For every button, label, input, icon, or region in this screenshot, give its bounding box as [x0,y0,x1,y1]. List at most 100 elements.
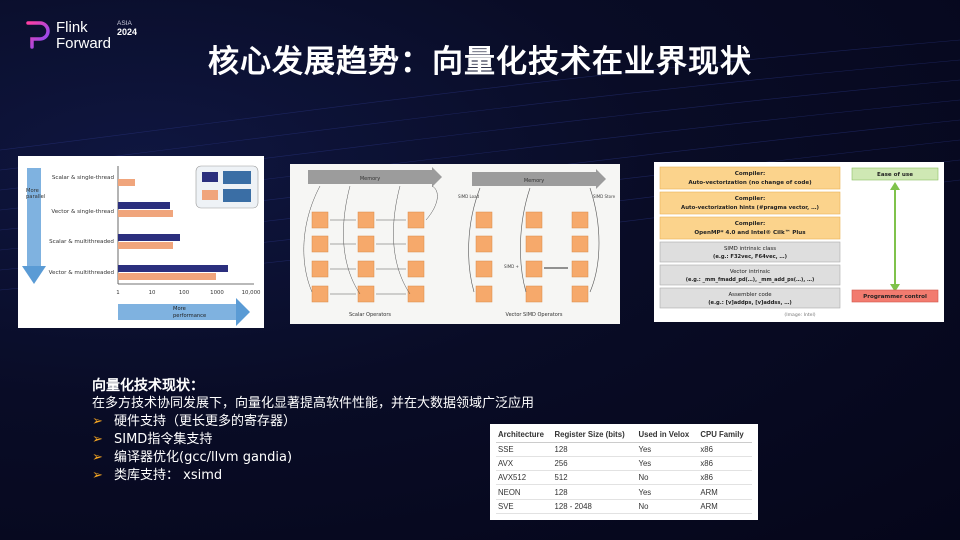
logo-line2: Forward [56,35,112,52]
scalar-cells [311,211,425,303]
architecture-table: Architecture Register Size (bits) Used i… [496,428,752,514]
level-box-4 [659,264,841,286]
table-cell: 512 [552,470,637,486]
tick-3: 1000 [210,290,224,296]
bar-scalar-multi-phi [118,234,180,241]
level-text-4: (e.g.: _mm_fmadd_pd(…), _mm_add_ps(…), …… [686,277,815,283]
vector-cell [475,211,493,229]
vector-cell [475,235,493,253]
table-cell: 128 - 2048 [552,499,637,514]
col-used-in-velox: Used in Velox [636,428,699,443]
scalar-arrows [303,185,438,295]
table-header-row: Architecture Register Size (bits) Used i… [496,428,752,443]
table-row: NEON 128 Yes ARM [496,484,752,500]
simd-plus-label: SIMD + [504,264,519,269]
parallel-arrow-head [22,266,46,284]
memory-bar-right [472,172,596,186]
flink-forward-logo: Flink Forward ASIA 2024 [24,18,138,54]
vector-cell [571,211,589,229]
status-section: 向量化技术现状： 在多方技术协同发展下，向量化显著提高软件性能，并在大数据领域广… [92,377,692,485]
table-cell: No [636,499,699,514]
memory-label-right: Memory [524,178,544,184]
level-title-4: Vector intrinsic [730,269,770,275]
table-cell: Yes [636,456,699,472]
level-title-5: Assembler code [728,292,772,298]
arrow-bullet-icon: ➢ [92,414,103,429]
logo-year: 2024 [117,27,138,37]
ease-box [851,167,939,181]
bullet-item: ➢编译器优化(gcc/llvm gandia) [92,449,692,467]
arrow-down-head [890,284,900,292]
performance-figure: More parallel Scalar & single-thread Vec… [18,156,264,328]
table-cell: x86 [698,470,752,486]
performance-arrow-shaft [118,304,238,320]
arrow-bullet-icon: ➢ [92,468,103,483]
legend-swatch-xeon [202,190,218,200]
bullet-text: 硬件支持（更长更多的寄存器） [114,414,297,429]
memory-label-left: Memory [360,176,380,182]
control-box [851,289,939,303]
bullet-item: ➢SIMD指令集支持 [92,431,692,449]
legend-swatch-phi [202,172,218,182]
level-text-0: Auto-vectorization (no change of code) [688,180,812,186]
col-register-size: Register Size (bits) [552,428,637,443]
logo-sub: ASIA [117,20,132,27]
level-box-1 [659,191,841,215]
tick-0: 1 [116,290,119,296]
row-label-3: Vector & multithreaded [49,270,115,276]
scalar-cell [407,285,425,303]
vectorization-levels-svg: Compiler: Auto-vectorization (no change … [659,166,939,318]
level-text-2: OpenMP* 4.0 and Intel® Cilk™ Plus [694,229,806,236]
scalar-cell [357,260,375,278]
slide-title: 核心发展趋势：向量化技术在业界现状 [208,44,752,80]
status-description: 在多方技术协同发展下，向量化显著提高软件性能，并在大数据领域广泛应用 [92,396,535,411]
legend-chip-phi [223,171,251,184]
level-text-5: (e.g.: [v]addps, [v]addss, …) [708,300,792,306]
control-label: Programmer control [863,294,927,300]
vector-cell [475,285,493,303]
scalar-cell [407,260,425,278]
level-text-1: Auto-vectorization hints (#pragma vector… [681,205,819,211]
image-credit: (Image: Intel) [784,312,815,318]
table-cell: x86 [698,442,752,457]
bar-vector-single-phi [118,202,170,209]
bottom-label-1: More [173,306,186,312]
vector-caption: Vector SIMD Operators [506,312,563,318]
scalar-caption: Scalar Operators [349,312,391,318]
scalar-cell [357,235,375,253]
row-label-1: Vector & single-thread [51,209,114,215]
table-cell: Yes [636,442,699,457]
level-box-5 [659,287,841,309]
bar-scalar-multi-xeon [118,242,173,249]
vectorization-levels-figure: Compiler: Auto-vectorization (no change … [654,162,944,322]
logo-line1: Flink [56,19,88,36]
simd-operators-svg: Memory Memory Scalar Opera [303,167,616,318]
performance-arrow-head [236,298,250,326]
legend-chip-xeon [223,189,251,202]
vector-arrows [468,187,600,293]
memory-bar-right-tip [596,169,606,189]
table-cell: ARM [698,484,752,500]
table-cell: AVX [496,456,553,472]
vector-cell [571,285,589,303]
table-cell: AVX512 [496,470,553,486]
tick-1: 10 [149,290,156,296]
parallel-arrow-shaft [27,168,41,268]
flink-logo-icon [26,21,50,49]
level-title-2: Compiler: [735,221,765,227]
arrow-bullet-icon: ➢ [92,450,103,465]
bullet-item: ➢类库支持： xsimd [92,467,692,485]
vector-cell [475,260,493,278]
table-cell: SVE [496,499,553,514]
ease-label: Ease of use [877,172,913,178]
table-cell: 256 [552,456,637,472]
vector-cell [571,235,589,253]
logo-wordmark: Flink Forward [56,20,111,52]
row-label-0: Scalar & single-thread [52,175,115,181]
col-cpu-family: CPU Family [698,428,752,443]
table-cell: 128 [552,484,637,500]
level-title-0: Compiler: [735,171,765,177]
bar-vector-multi-xeon [118,273,216,280]
left-label-1: More [26,188,39,194]
architecture-table-panel: Architecture Register Size (bits) Used i… [490,424,758,520]
